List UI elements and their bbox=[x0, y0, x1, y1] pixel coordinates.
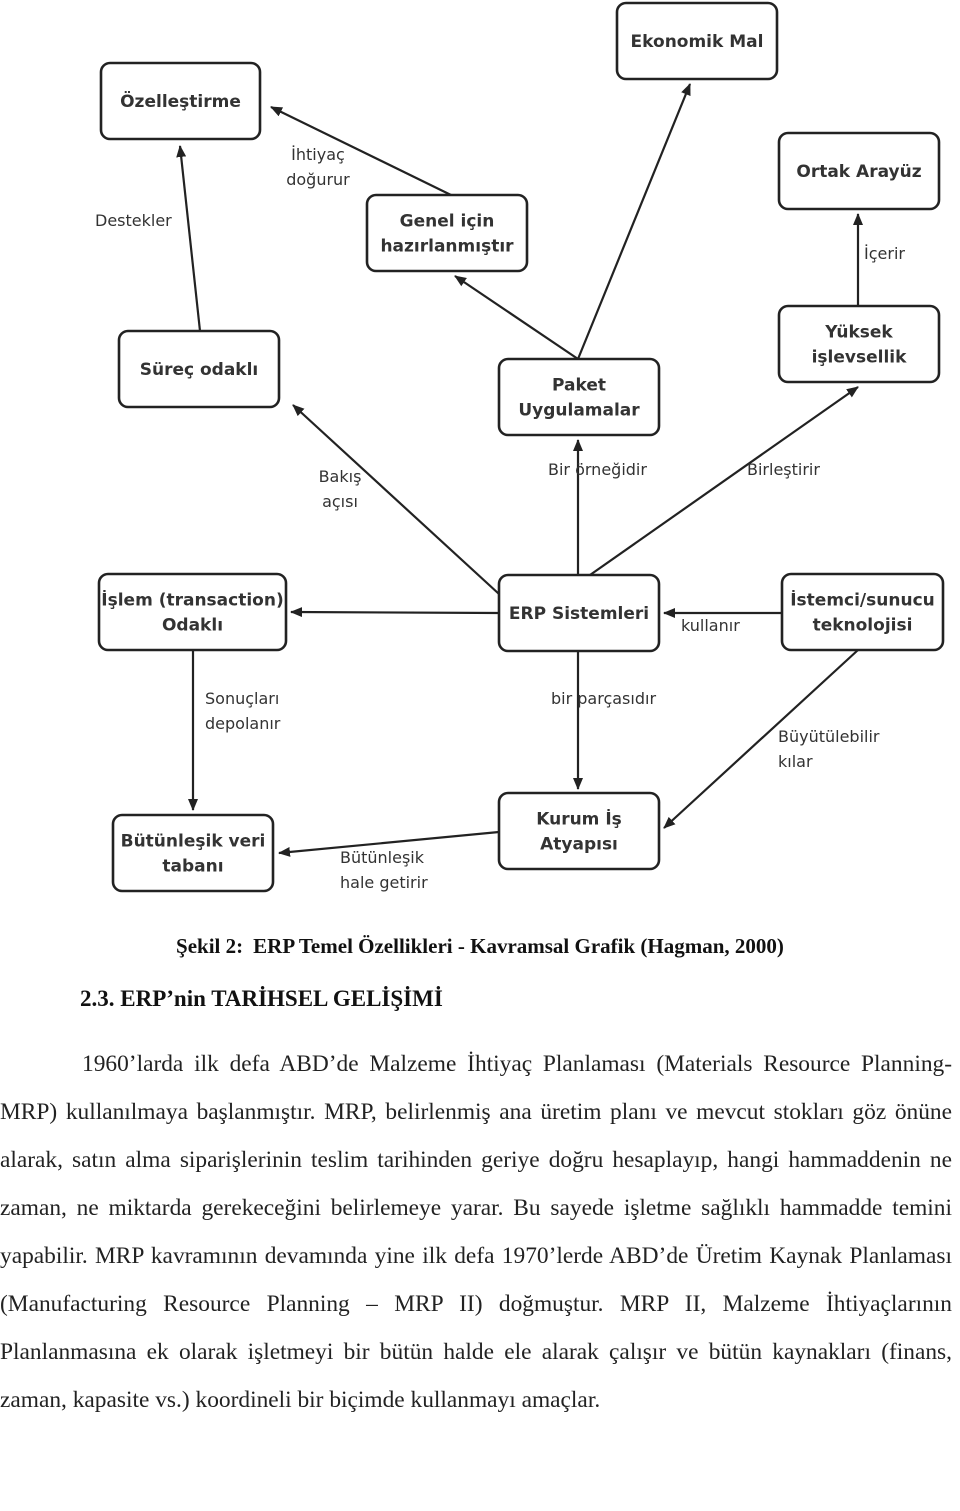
node-yuksek: Yüksek işlevsellik bbox=[777, 304, 941, 384]
node-label: Yüksek bbox=[824, 323, 893, 343]
edge-label: Bakış bbox=[319, 467, 362, 486]
section-heading: 2.3. ERP’nin TARİHSEL GELİŞİMİ bbox=[80, 986, 443, 1011]
node-label: işlevsellik bbox=[812, 348, 908, 368]
node-box bbox=[777, 304, 941, 384]
caption-prefix: Şekil 2: bbox=[176, 934, 244, 958]
node-ortak: Ortak Arayüz bbox=[777, 131, 941, 211]
edge-arrow bbox=[176, 145, 202, 332]
edge-label: açısı bbox=[322, 492, 358, 511]
edge-arrow bbox=[576, 83, 692, 360]
node-label: teknolojisi bbox=[813, 616, 913, 636]
edge-kurum-to-butunlesik bbox=[278, 830, 500, 857]
node-surec: Süreç odaklı bbox=[117, 329, 281, 409]
node-label: Süreç odaklı bbox=[140, 360, 259, 380]
figure-caption: Şekil 2: ERP Temel Özellikleri - Kavramsa… bbox=[0, 934, 960, 959]
node-islem: İşlem (transaction) Odaklı bbox=[97, 572, 288, 652]
node-label: İstemci/sunucu bbox=[790, 589, 935, 611]
edge-istemci-to-kurum bbox=[663, 649, 859, 829]
edge-label: Sonuçları bbox=[205, 689, 279, 708]
node-box bbox=[497, 357, 661, 437]
edge-arrow bbox=[663, 649, 859, 829]
node-label: Odaklı bbox=[162, 616, 223, 636]
edge-erp-to-surec bbox=[292, 404, 500, 595]
edge-erp-to-yuksek bbox=[589, 386, 859, 576]
node-ekonomik: Ekonomik Mal bbox=[615, 1, 779, 81]
edge-paket-to-genel bbox=[454, 275, 579, 360]
edge-label: İçerir bbox=[864, 244, 905, 263]
node-box bbox=[780, 572, 945, 652]
edge-label: Bir örneğidir bbox=[548, 460, 647, 479]
edge-label: Destekler bbox=[95, 211, 172, 230]
node-box bbox=[99, 61, 262, 141]
section-paragraph: 1960’larda ilk defa ABD’de Malzeme İhtiy… bbox=[0, 1051, 952, 1413]
edge-label: Büyütülebilir bbox=[778, 727, 880, 746]
node-label: İşlem (transaction) bbox=[101, 589, 283, 611]
node-genel: Genel için hazırlanmıştır bbox=[365, 193, 529, 273]
node-butunlesik: Bütünleşik veri tabanı bbox=[111, 813, 275, 893]
caption-text: ERP Temel Özellikleri - Kavramsal Grafik… bbox=[253, 934, 784, 958]
edge-genel-to-ozellestirme bbox=[270, 106, 452, 196]
edge-label: doğurur bbox=[286, 170, 350, 189]
node-box bbox=[497, 573, 661, 653]
node-label: hazırlanmıştır bbox=[380, 237, 514, 257]
edge-arrow bbox=[454, 275, 579, 360]
edge-erp-to-islem bbox=[290, 607, 500, 618]
node-box bbox=[97, 572, 288, 652]
node-label: Kurum İş bbox=[536, 808, 622, 830]
node-erp: ERP Sistemleri bbox=[497, 573, 661, 653]
edge-arrow bbox=[292, 404, 500, 595]
node-label: Genel için bbox=[400, 212, 495, 232]
node-label: Özelleştirme bbox=[120, 90, 241, 112]
node-kurum: Kurum İş Atyapısı bbox=[497, 791, 661, 871]
edge-label: İhtiyaç bbox=[291, 145, 345, 164]
edge-label: Bütünleşik bbox=[340, 848, 425, 867]
edge-arrow bbox=[278, 830, 500, 857]
node-label: Bütünleşik veri bbox=[121, 832, 266, 852]
edge-arrow bbox=[270, 106, 452, 196]
edge-label: hale getirir bbox=[340, 873, 428, 892]
node-box bbox=[777, 131, 941, 211]
node-box bbox=[615, 1, 779, 81]
node-label: Ortak Arayüz bbox=[796, 162, 921, 182]
node-box bbox=[117, 329, 281, 409]
edge-arrow bbox=[290, 607, 500, 618]
edge-paket-to-ekonomik bbox=[576, 83, 692, 360]
node-label: ERP Sistemleri bbox=[509, 604, 649, 624]
node-label: Uygulamalar bbox=[518, 401, 640, 421]
edge-arrow bbox=[589, 386, 859, 576]
node-label: Atyapısı bbox=[540, 835, 618, 855]
edge-label: kullanır bbox=[681, 616, 740, 635]
node-ozellestirme: Özelleştirme bbox=[99, 61, 262, 141]
node-label: Ekonomik Mal bbox=[631, 32, 764, 52]
node-box bbox=[497, 791, 661, 871]
edge-surec-to-ozellestirme bbox=[176, 145, 202, 332]
node-label: Paket bbox=[552, 376, 606, 396]
edge-label: bir parçasıdır bbox=[551, 689, 656, 708]
edge-label: kılar bbox=[778, 752, 813, 771]
node-istemci: İstemci/sunucu teknolojisi bbox=[780, 572, 945, 652]
edge-label: Birleştirir bbox=[747, 460, 820, 479]
edge-label: depolanır bbox=[205, 714, 281, 733]
node-box bbox=[365, 193, 529, 273]
node-label: tabanı bbox=[162, 857, 223, 877]
node-box bbox=[111, 813, 275, 893]
